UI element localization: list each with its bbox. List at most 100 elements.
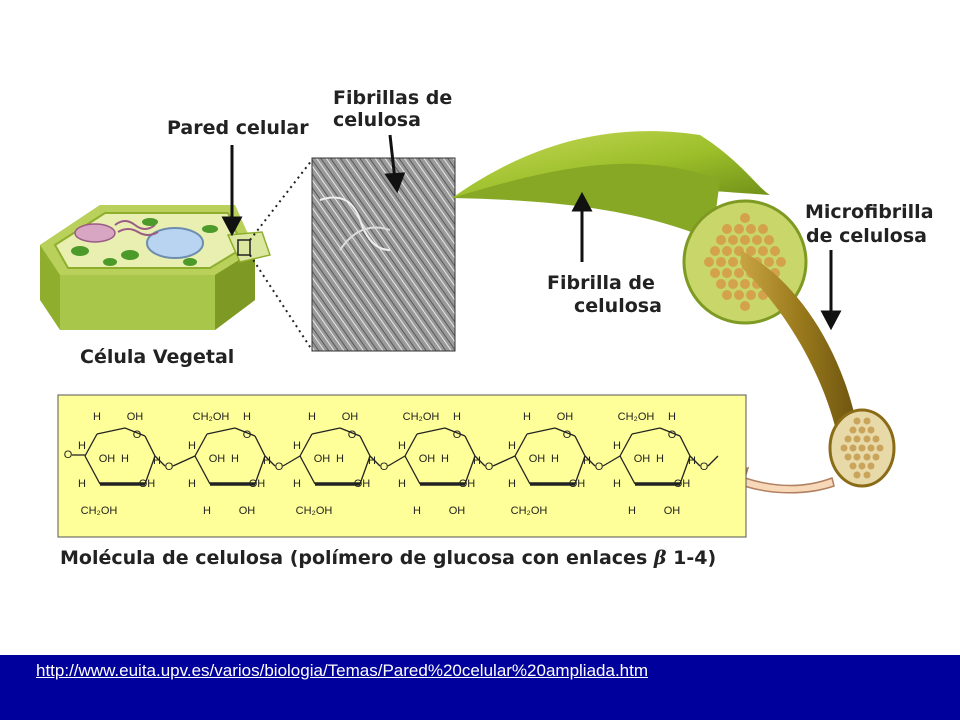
molecule-caption: Molécula de celulosa (polímero de glucos… — [60, 547, 716, 569]
hydrogen: H — [263, 455, 271, 467]
microfibril-label-line2: de celulosa — [806, 225, 927, 247]
bond — [282, 455, 301, 467]
hydrogen: H — [508, 440, 516, 452]
bond — [84, 433, 98, 457]
hydrogen: H — [473, 455, 481, 467]
bond — [299, 433, 313, 457]
cellulose-chain-dots — [840, 417, 884, 479]
bond — [299, 455, 316, 485]
bond — [359, 435, 371, 457]
glycosidic-oxygen: O — [700, 461, 709, 473]
hydrogen: H — [413, 505, 421, 517]
cellulose-fibril-label-line2: celulosa — [574, 295, 662, 317]
hydrogen: H — [453, 411, 461, 423]
bond — [172, 455, 196, 467]
electron-micrograph — [311, 157, 456, 352]
hydrogen: H — [508, 478, 516, 490]
bond — [464, 455, 476, 485]
bond — [584, 455, 596, 467]
hydrogen: H — [153, 455, 161, 467]
hydroxymethyl: CH₂OH — [81, 505, 118, 517]
hydrogen: H — [188, 478, 196, 490]
bond — [154, 455, 166, 467]
bond — [464, 435, 476, 457]
bond — [124, 427, 146, 437]
bond — [369, 455, 381, 467]
bond — [602, 455, 621, 467]
hydrogen: H — [656, 453, 664, 465]
ring-oxygen: O — [668, 429, 677, 441]
hydroxyl: OH — [529, 453, 546, 465]
hydrogen: H — [121, 453, 129, 465]
bond — [574, 455, 586, 485]
ring-oxygen: O — [348, 429, 357, 441]
cellulose-molecule-panel — [57, 394, 747, 538]
hydrogen: H — [368, 455, 376, 467]
hydrogen: H — [308, 411, 316, 423]
hydrogen: H — [78, 478, 86, 490]
hydroxyl: OH — [239, 505, 256, 517]
bond — [234, 427, 256, 437]
ring-oxygen: O — [243, 429, 252, 441]
bond — [474, 455, 486, 467]
hydrogen: H — [78, 440, 86, 452]
glycosidic-oxygen: O — [165, 461, 174, 473]
bond — [254, 455, 266, 485]
hydroxymethyl: CH₂OH — [296, 505, 333, 517]
bond — [707, 455, 719, 467]
hydrogen: H — [613, 440, 621, 452]
hydroxyl: OH — [419, 453, 436, 465]
bond — [526, 427, 556, 435]
terminal-oxygen: O — [64, 449, 73, 461]
hydroxyl: OH — [634, 453, 651, 465]
hydroxyl: OH — [557, 411, 574, 423]
bond — [311, 427, 341, 435]
hydrogen: H — [203, 505, 211, 517]
molecule-caption-bond: 1-4) — [666, 547, 717, 569]
fibrils-pointer — [388, 134, 397, 181]
hydroxyl: OH — [674, 478, 691, 490]
bond — [404, 433, 418, 457]
glycosidic-oxygen: O — [275, 461, 284, 473]
bond — [492, 455, 516, 467]
ring-oxygen: O — [453, 429, 462, 441]
glycosidic-oxygen: O — [380, 461, 389, 473]
bond — [679, 455, 691, 485]
hydroxyl: OH — [664, 505, 681, 517]
bond — [144, 455, 156, 485]
hydrogen: H — [668, 411, 676, 423]
bond — [194, 433, 208, 457]
zoom-line-top — [249, 159, 313, 241]
plant-cell-illustration — [40, 205, 271, 330]
fibril-arrowhead — [571, 191, 593, 212]
zoom-region-box — [237, 239, 251, 256]
hydrogen: H — [293, 478, 301, 490]
cellulose-fibrils-label-line1: Fibrillas de — [333, 87, 453, 109]
bond — [264, 455, 276, 467]
hydroxyl: OH — [459, 478, 476, 490]
fibrils-arrowhead — [384, 172, 406, 194]
bond — [416, 427, 446, 435]
hydrogen: H — [293, 440, 301, 452]
hydroxyl: OH — [249, 478, 266, 490]
glycosidic-oxygen: O — [595, 461, 604, 473]
cellulose-fibril-label-line1: Fibrilla de — [547, 272, 655, 294]
plant-cell-label: Célula Vegetal — [80, 346, 235, 368]
source-link[interactable]: http://www.euita.upv.es/varios/biologia/… — [36, 661, 649, 680]
hydrogen: H — [441, 453, 449, 465]
hydrogen: H — [398, 478, 406, 490]
bond — [387, 455, 406, 467]
hydroxymethyl: CH₂OH — [403, 411, 440, 423]
hydroxyl: OH — [449, 505, 466, 517]
hydrogen: H — [688, 455, 696, 467]
bond — [514, 433, 528, 457]
bond — [144, 435, 156, 457]
microfibril-label-line1: Microfibrilla — [805, 201, 934, 223]
ring-oxygen: O — [563, 429, 572, 441]
cell-wall-arrowhead — [221, 216, 243, 237]
hydrogen: H — [583, 455, 591, 467]
cell-wall-label: Pared celular — [167, 117, 309, 139]
hydroxymethyl: CH₂OH — [618, 411, 655, 423]
bond — [689, 455, 701, 467]
